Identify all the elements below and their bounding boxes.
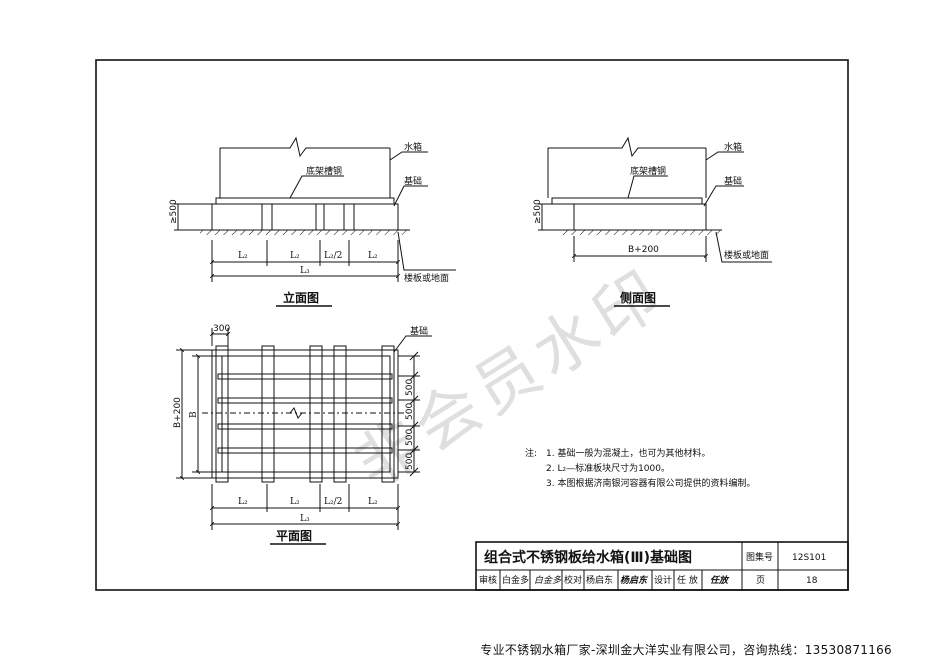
plan-dim-l3: L₃ <box>300 514 310 524</box>
side-label-tank: 水箱 <box>724 141 742 153</box>
review-label: 审核 <box>479 574 497 586</box>
elevation-label-channel: 底架槽钢 <box>306 165 342 177</box>
plan-right-dim-1: 500 <box>405 379 415 396</box>
design-name: 任 放 <box>677 574 698 586</box>
side-height-dim: ≥500 <box>533 199 543 224</box>
elevation-view: ≥500 水箱 底架槽钢 基础 楼板或地面 L₂ L₂ L₂/2 L₂ L₃ 立… <box>169 136 456 307</box>
side-view: ≥500 水箱 底架槽钢 基础 楼板或地面 B+200 侧面图 <box>533 136 772 307</box>
note-item-1: 1. 基础一般为混凝土，也可为其他材料。 <box>546 447 710 459</box>
plan-left-inner-dim: B <box>189 411 199 418</box>
title-block: 组合式不锈钢板给水箱(Ⅲ)基础图 图集号 12S101 审核 白金多 白金多 校… <box>475 541 849 591</box>
side-label-floor: 楼板或地面 <box>724 249 769 261</box>
plan-label-foundation: 基础 <box>410 325 428 337</box>
plan-left-outer-dim: B+200 <box>173 397 183 428</box>
plan-dim-l2-1: L₂ <box>238 497 248 507</box>
check-signature: 杨启东 <box>620 575 649 586</box>
sheet-frame <box>95 59 849 591</box>
review-signature: 白金多 <box>534 575 562 586</box>
plan-right-dim-2: 500 <box>405 403 415 420</box>
notes: 注: 1. 基础一般为混凝土，也可为其他材料。 2. L₂—标准板块尺寸为100… <box>525 447 755 489</box>
atlas-no: 12S101 <box>792 553 826 563</box>
title-block-title: 组合式不锈钢板给水箱(Ⅲ)基础图 <box>484 549 692 566</box>
note-item-3: 3. 本图根据济南银河容器有限公司提供的资料编制。 <box>546 477 755 489</box>
page-label: 页 <box>756 575 765 586</box>
elevation-title: 立面图 <box>283 290 319 305</box>
page-no: 18 <box>806 576 818 586</box>
review-name: 白金多 <box>502 574 529 586</box>
footer-text: 专业不锈钢水箱厂家-深圳金大洋实业有限公司，咨询热线：13530871166 <box>480 642 892 657</box>
side-width-dim: B+200 <box>628 245 659 255</box>
elevation-label-floor: 楼板或地面 <box>404 272 449 284</box>
elevation-label-foundation: 基础 <box>404 175 422 187</box>
elevation-dim-l2-half: L₂/2 <box>324 251 342 261</box>
design-label: 设计 <box>654 574 672 586</box>
elevation-label-tank: 水箱 <box>404 141 422 153</box>
elevation-dim-l2-3: L₂ <box>368 251 378 261</box>
plan-title: 平面图 <box>276 529 312 543</box>
plan-dim-l2-3: L₂ <box>368 497 378 507</box>
plan-view: 300 B+200 B 500 500 500 500 基础 L₂ L₂ L₂/… <box>173 324 432 545</box>
side-label-foundation: 基础 <box>724 175 742 187</box>
plan-right-dim-4: 500 <box>405 453 415 470</box>
elevation-dim-l2-1: L₂ <box>238 251 248 261</box>
notes-prefix: 注: <box>525 447 537 459</box>
plan-top-dim: 300 <box>213 324 230 334</box>
plan-dim-l2-2: L₂ <box>290 497 300 507</box>
elevation-dim-l3: L₃ <box>300 266 310 276</box>
design-signature: 任放 <box>710 575 730 586</box>
check-name: 杨启东 <box>586 574 613 586</box>
plan-dim-l2-half: L₂/2 <box>324 497 342 507</box>
check-label: 校对 <box>564 574 582 586</box>
side-title: 侧面图 <box>620 290 656 305</box>
elevation-dim-l2-2: L₂ <box>290 251 300 261</box>
elevation-height-dim: ≥500 <box>169 199 179 224</box>
side-label-channel: 底架槽钢 <box>630 165 666 177</box>
plan-right-dim-3: 500 <box>405 429 415 446</box>
atlas-label: 图集号 <box>746 551 773 563</box>
footer-bar: 专业不锈钢水箱厂家-深圳金大洋实业有限公司，咨询热线：13530871166 <box>0 636 950 662</box>
note-item-2: 2. L₂—标准板块尺寸为1000。 <box>546 462 670 474</box>
